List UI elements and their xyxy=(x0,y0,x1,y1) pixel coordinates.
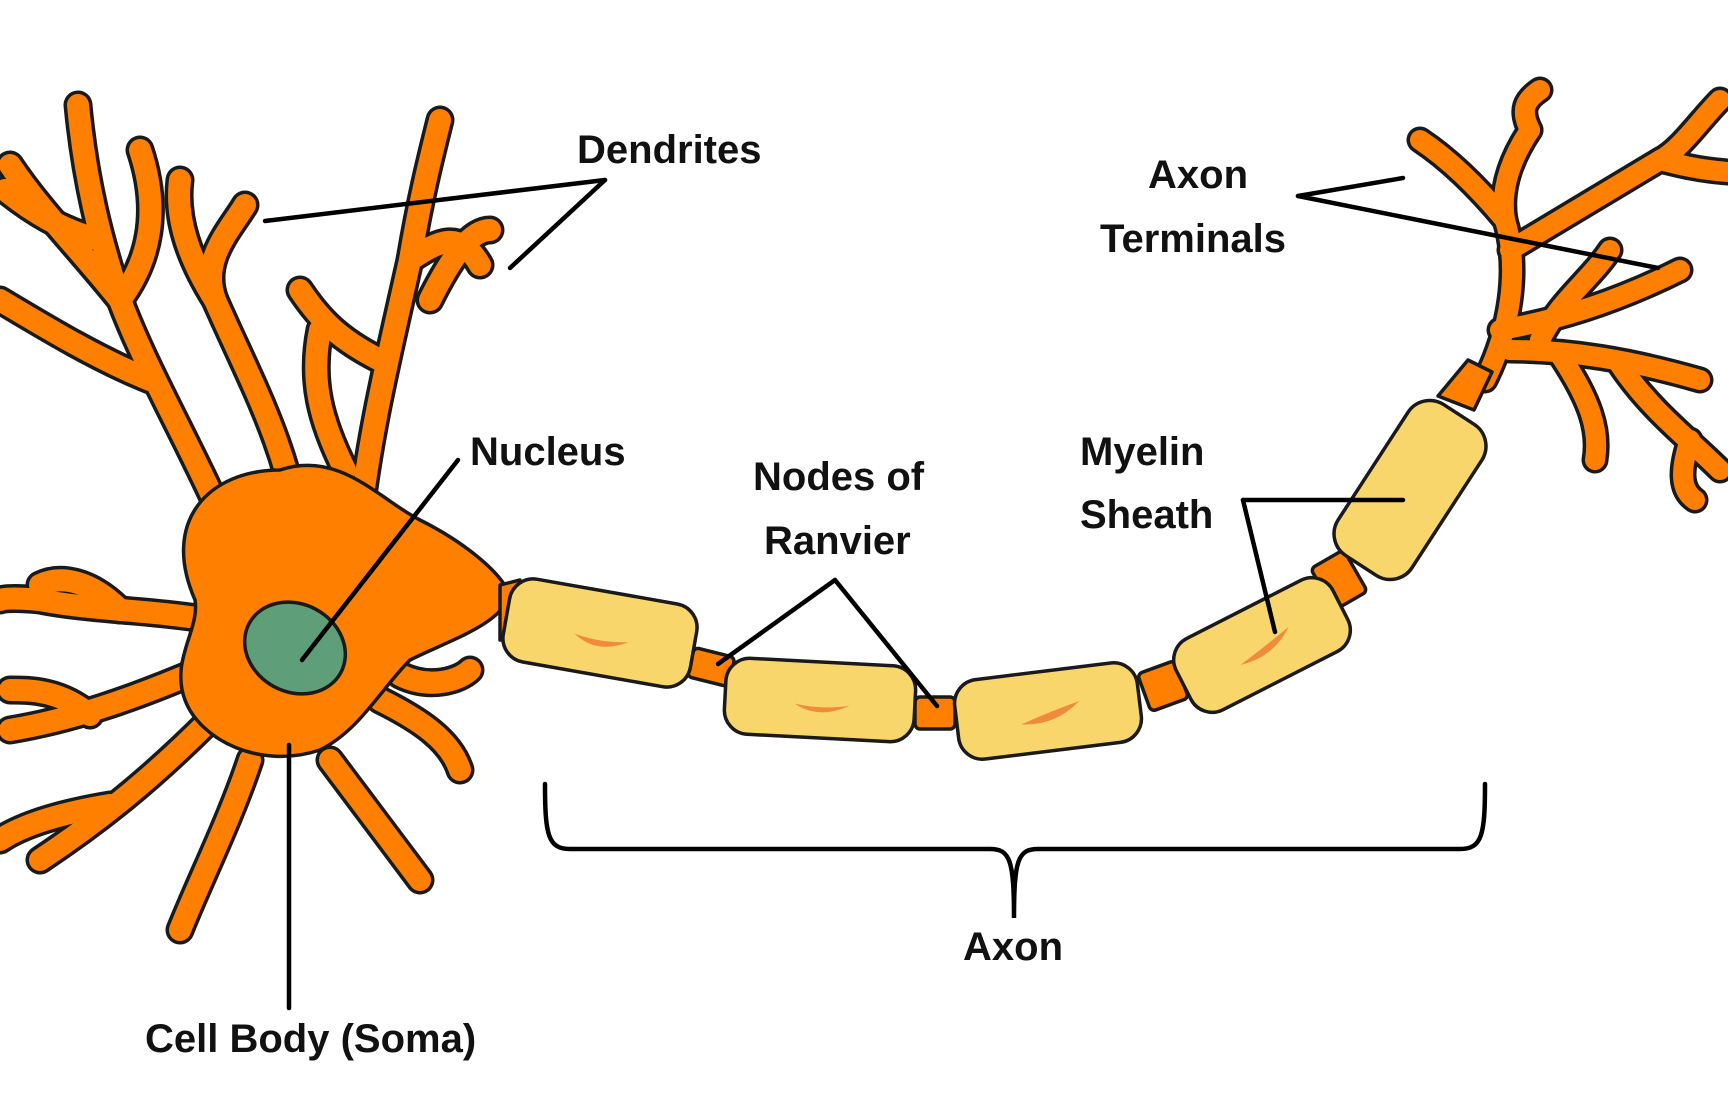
label-myelin-line2: Sheath xyxy=(1080,493,1213,537)
branch-fill xyxy=(1410,130,1515,230)
branch-fill xyxy=(1610,355,1728,480)
branch-fill xyxy=(0,587,221,631)
branch-fill xyxy=(419,219,501,311)
branch-fill xyxy=(1650,150,1728,182)
branch-fill xyxy=(1490,260,1690,340)
leader-lines xyxy=(262,175,1661,1011)
branch-fill xyxy=(29,569,131,621)
branch-fill xyxy=(0,179,111,251)
neuron-cell-icon xyxy=(0,90,512,945)
branch-fill xyxy=(1673,430,1705,510)
branch-fill xyxy=(289,279,391,371)
branch-fill xyxy=(1514,80,1550,140)
branch-fill xyxy=(168,169,226,311)
axon-terminal-branches xyxy=(1406,76,1728,514)
branch-fill xyxy=(369,689,471,781)
branch-fill xyxy=(109,139,162,311)
label-nodes-line1: Nodes of xyxy=(753,455,925,499)
label-dendrites: Dendrites xyxy=(577,128,762,172)
branch-fill xyxy=(0,659,211,741)
label-myelin-line1: Myelin xyxy=(1080,430,1204,474)
schwann-nucleus-icon xyxy=(1021,701,1080,725)
myelin-sheath-segments xyxy=(501,398,1488,761)
branch-fill xyxy=(0,679,101,726)
label-axon-terminals-line2: Terminals xyxy=(1100,217,1286,261)
label-cell-body: Cell Body (Soma) xyxy=(145,1017,476,1061)
branch-fill xyxy=(169,749,261,941)
diagram-labels: Dendrites Axon Terminals Nucleus Nodes o… xyxy=(145,128,1286,1061)
myelin-segment-icon xyxy=(1171,575,1353,715)
label-nodes-line2: Ranvier xyxy=(764,519,911,563)
myelin-segment-icon xyxy=(501,577,699,689)
branch-fill xyxy=(319,749,431,891)
branch-fill xyxy=(349,109,451,531)
label-axon: Axon xyxy=(963,925,1063,969)
label-nucleus: Nucleus xyxy=(470,430,626,474)
branch-fill xyxy=(1500,340,1710,390)
branch-fill xyxy=(305,319,356,481)
myelin-segment-icon xyxy=(1332,398,1488,582)
branch-fill xyxy=(1500,90,1728,260)
branch-fill xyxy=(389,659,481,694)
schwann-nucleus-icon xyxy=(794,703,850,713)
schwann-nucleus-icon xyxy=(574,633,629,647)
branch-fill xyxy=(1550,345,1607,470)
label-axon-terminals-line1: Axon xyxy=(1148,153,1248,197)
branch-fill xyxy=(399,230,491,276)
branch-fill xyxy=(0,289,161,391)
myelin-segment-icon xyxy=(952,661,1144,761)
branch-fill xyxy=(29,709,221,871)
cell-body-shape xyxy=(179,463,512,759)
cell-nucleus-icon xyxy=(242,600,348,696)
branch-fill xyxy=(0,794,121,851)
myelin-segment-icon xyxy=(722,656,918,744)
